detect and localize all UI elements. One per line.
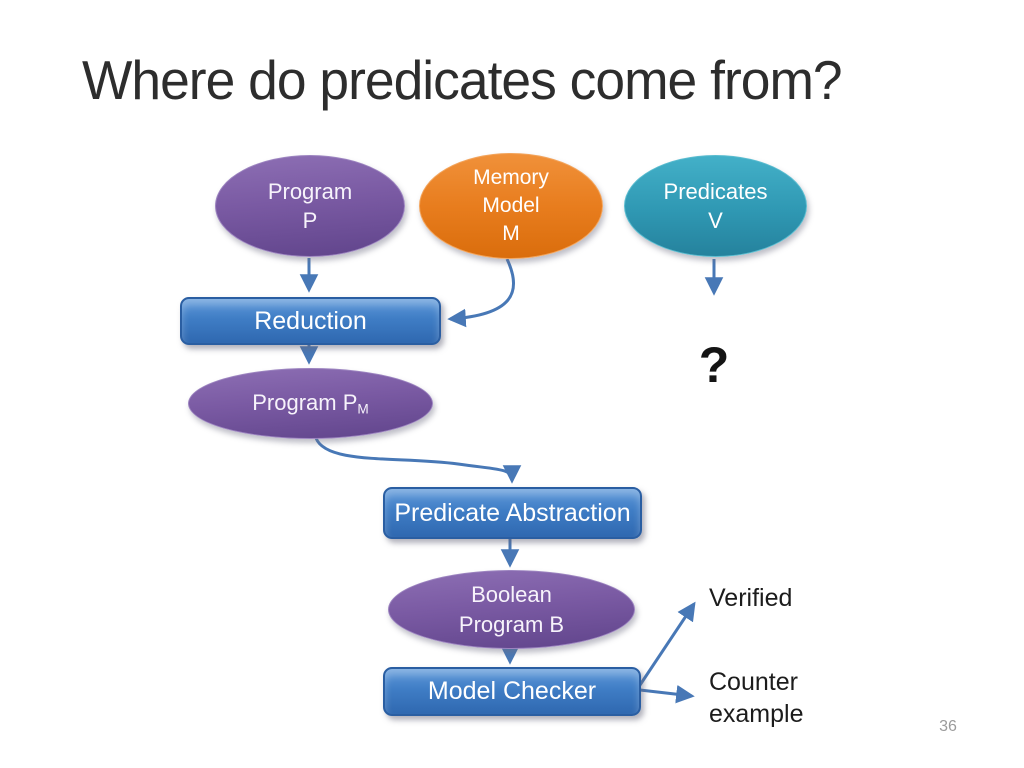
node-program-p-line1: Program [267, 178, 353, 204]
arrow-model-checker-to-verified [638, 601, 696, 686]
box-predicate-abstraction: Predicate Abstraction [383, 487, 642, 539]
node-program-p-line2: P [302, 208, 318, 233]
arrow-program-pm-to-predicate-abstraction [314, 437, 522, 484]
node-boolean-program-line2: Program B [458, 611, 565, 637]
label-counter-example: Counter example [709, 667, 804, 730]
arrow-model-checker-to-counter-example [639, 684, 695, 704]
node-predicates-v: Predicates V [624, 155, 807, 257]
box-model-checker-label: Model Checker [427, 677, 597, 705]
box-reduction-label: Reduction [254, 306, 367, 335]
node-program-pm: Program PM [188, 368, 433, 439]
label-verified: Verified [709, 584, 793, 612]
node-program-pm-subscript: M [357, 401, 369, 417]
node-boolean-program: Boolean Program B [388, 570, 635, 649]
node-memory-model-line2: Model [482, 194, 540, 218]
node-memory-model-line3: M [502, 221, 520, 245]
node-program-p: Program P [215, 155, 405, 257]
node-predicates-v-line1: Predicates [663, 178, 768, 204]
label-counter-example-line2: example [709, 699, 804, 728]
node-program-pm-label: Program P [252, 390, 358, 416]
slide-title: Where do predicates come from? [82, 49, 843, 111]
node-memory-model: Memory Model M [419, 153, 603, 259]
node-memory-model-line1: Memory [473, 166, 549, 190]
arrow-memory-model-to-reduction [447, 258, 516, 328]
page-number: 36 [939, 718, 957, 735]
box-predicate-abstraction-label: Predicate Abstraction [394, 498, 631, 527]
box-reduction: Reduction [180, 297, 441, 345]
box-model-checker: Model Checker [383, 667, 641, 716]
node-boolean-program-line1: Boolean [471, 582, 552, 608]
node-predicates-v-line2: V [708, 208, 723, 233]
question-mark: ? [698, 337, 730, 393]
label-counter-example-line1: Counter [709, 668, 798, 696]
